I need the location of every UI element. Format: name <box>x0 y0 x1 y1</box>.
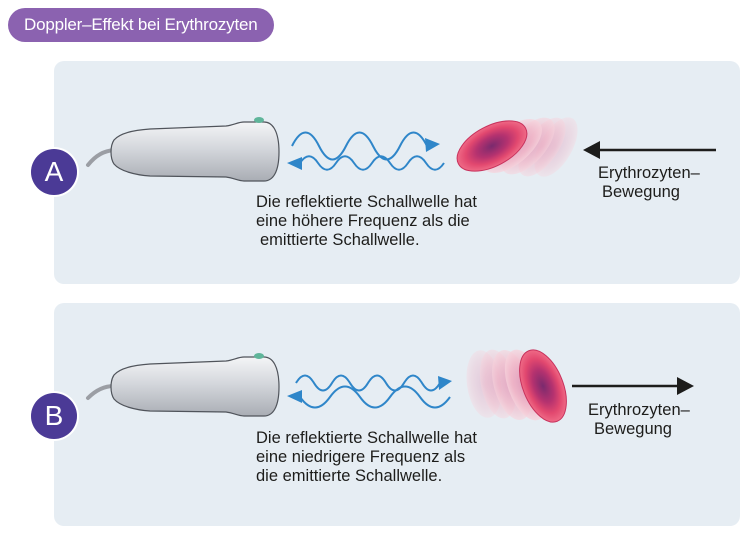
motion-label-line: Erythrozyten– <box>588 401 690 419</box>
probe-a <box>86 117 280 182</box>
probe-led-a <box>254 117 264 123</box>
motion-arrow-b <box>572 377 694 395</box>
sound-wave-emitted-b <box>295 374 452 392</box>
caption-line: eine niedrigere Frequenz als <box>256 448 466 466</box>
panel-b-motion-label: Erythrozyten– Bewegung <box>588 401 690 439</box>
panel-a-motion-label: Erythrozyten– Bewegung <box>598 164 700 202</box>
panel-b-badge: B <box>31 393 77 439</box>
probe-cable-b <box>86 384 116 400</box>
motion-label-line: Erythrozyten– <box>598 164 700 182</box>
page-title: Doppler–Effekt bei Erythrozyten <box>8 8 274 42</box>
panel-b-caption: Die reflektierte Schallwelle hat eine ni… <box>256 429 477 486</box>
sound-wave-reflected-a <box>287 155 445 171</box>
motion-label-line: Bewegung <box>602 183 680 201</box>
caption-line: eine höhere Frequenz als die <box>256 212 470 230</box>
caption-line: die emittierte Schallwelle. <box>256 467 443 485</box>
probe-led-b <box>254 353 264 359</box>
red-blood-cells-b <box>466 349 567 423</box>
caption-line: emittierte Schallwelle. <box>260 231 420 249</box>
sound-wave-emitted-a <box>291 131 440 161</box>
panel-a-badge: A <box>31 149 77 195</box>
panel-a-caption: Die reflektierte Schallwelle hat eine hö… <box>256 193 477 250</box>
caption-line: Die reflektierte Schallwelle hat <box>256 429 478 447</box>
probe-cable-a <box>86 148 116 167</box>
motion-arrow-a <box>583 141 716 159</box>
panel-b <box>54 303 740 526</box>
caption-line: Die reflektierte Schallwelle hat <box>256 193 478 211</box>
red-blood-cells-a <box>456 117 578 177</box>
motion-label-line: Bewegung <box>594 420 672 438</box>
sound-wave-reflected-b <box>287 385 451 409</box>
probe-b <box>86 353 280 417</box>
